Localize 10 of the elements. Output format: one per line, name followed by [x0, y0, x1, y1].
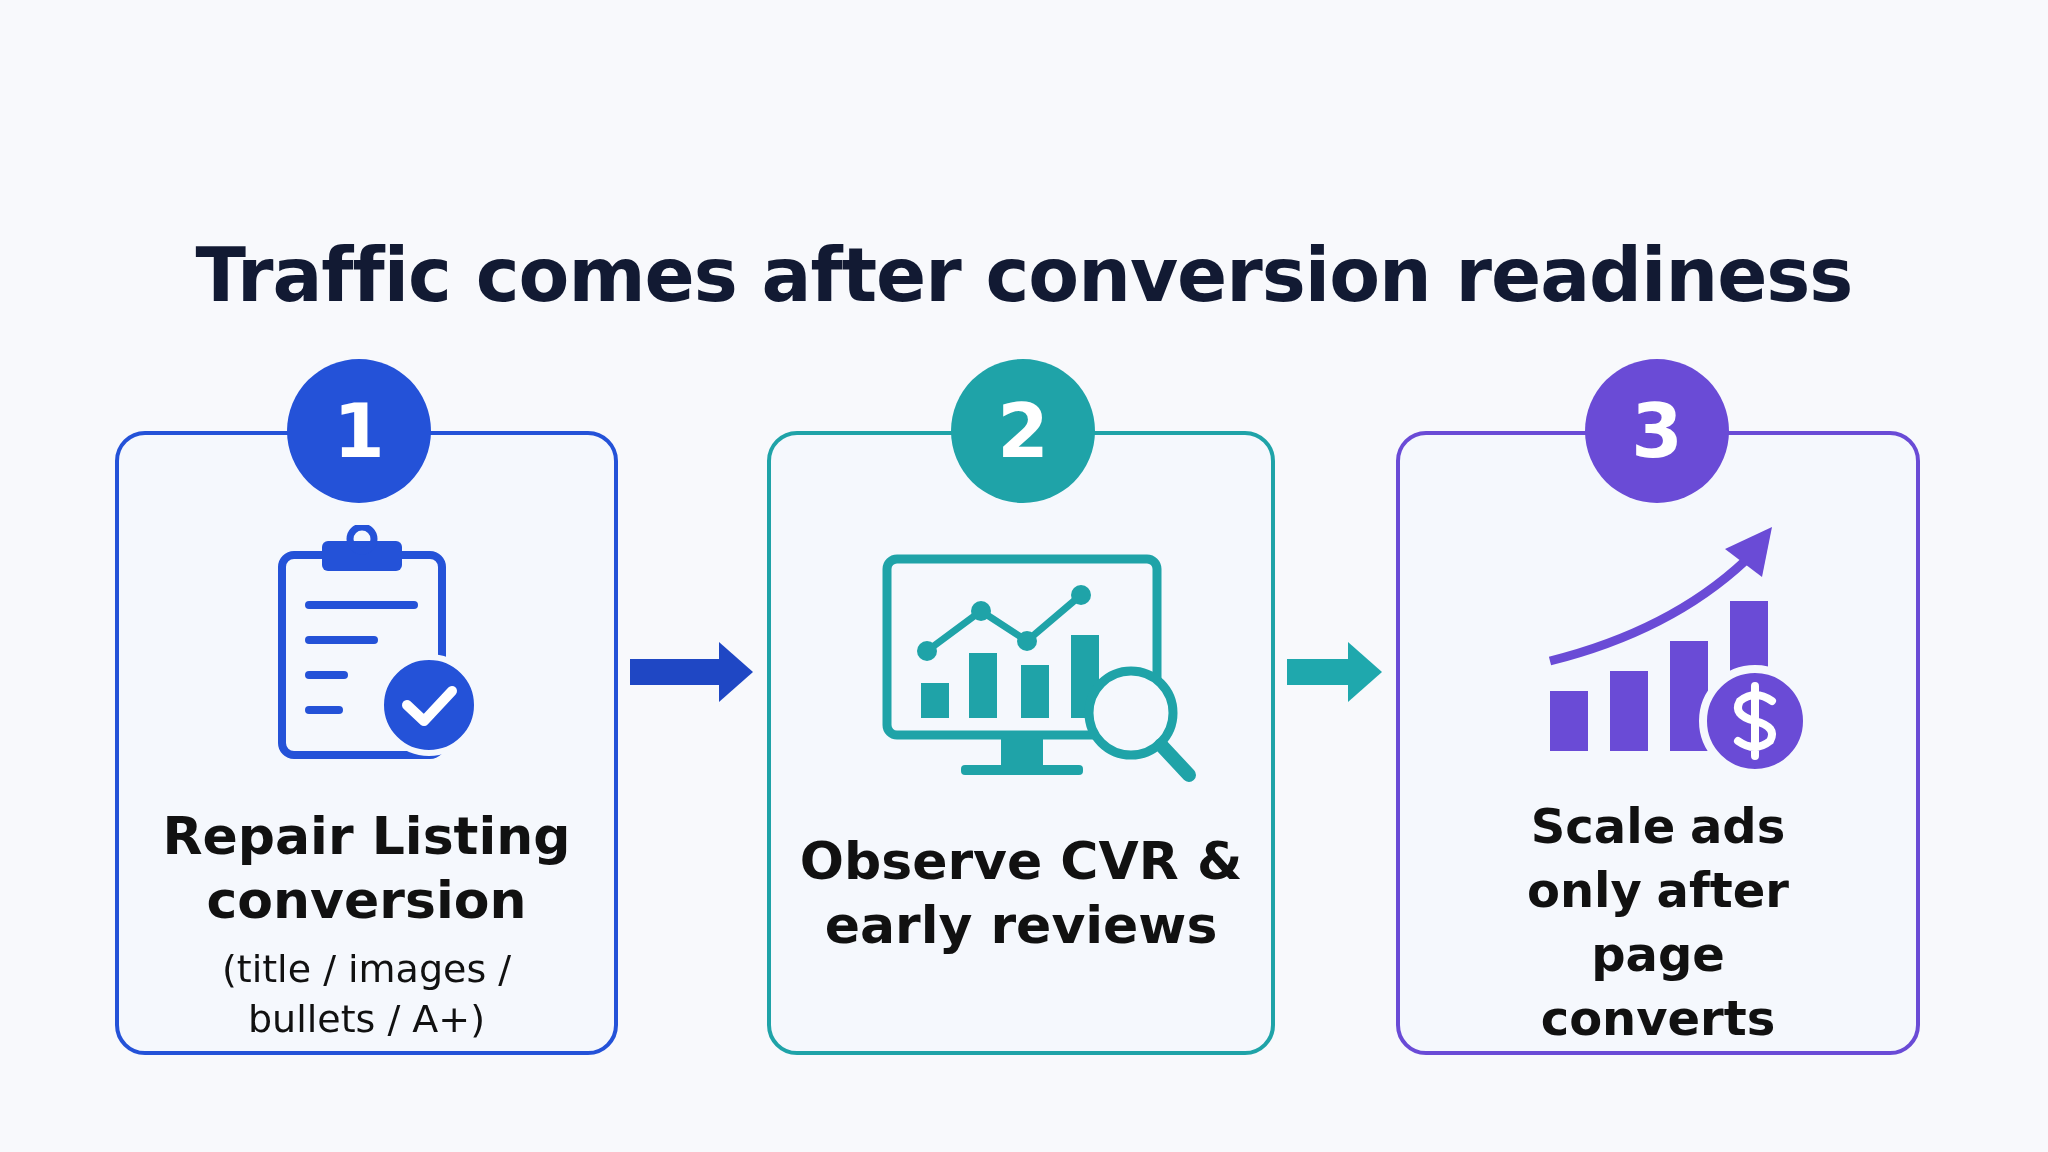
step-text: Scale ads only after page converts [1525, 797, 1790, 1048]
arrow [630, 642, 753, 702]
step-number-circle: 3 [1585, 359, 1729, 503]
title: Traffic comes after conversion readiness [194, 232, 1854, 318]
step-text: Repair Listing conversion [161, 805, 572, 932]
step-text: Observe CVR & early reviews [798, 830, 1244, 957]
step-number-circle: 2 [951, 359, 1095, 503]
step-note: (title / images / bullets / A+) [220, 946, 513, 1043]
step-number-circle: 1 [287, 359, 431, 503]
arrow [1287, 642, 1382, 702]
